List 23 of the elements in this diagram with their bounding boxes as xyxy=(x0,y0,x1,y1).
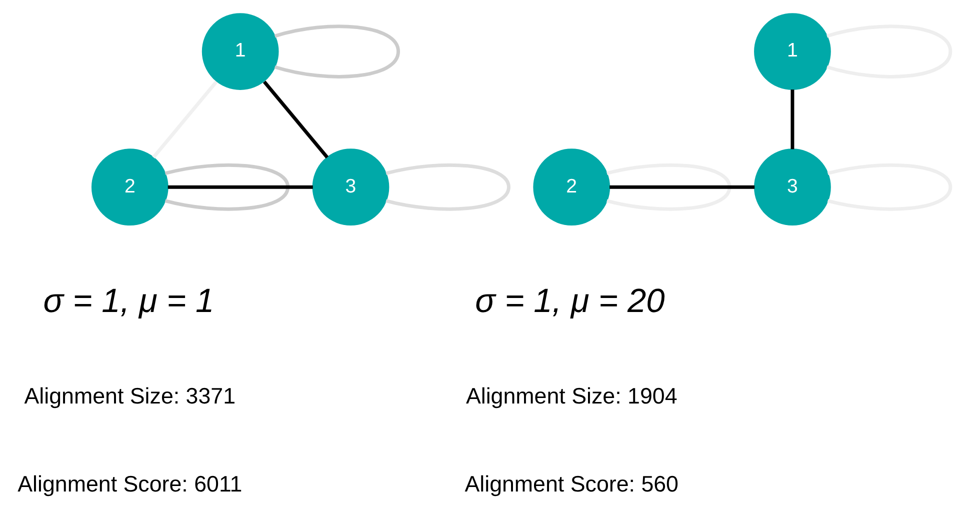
connector xyxy=(164,163,290,211)
label: σ = 1, μ = 20 xyxy=(475,282,665,320)
connector xyxy=(386,163,510,211)
node-circle: 3 xyxy=(312,148,390,226)
node-circle: 2 xyxy=(533,148,610,226)
label: Alignment Score: 6011 xyxy=(18,472,242,497)
connector xyxy=(606,163,732,211)
label: Alignment Size: 1904 xyxy=(466,383,678,408)
connector xyxy=(826,24,952,78)
label: σ = 1, μ = 1 xyxy=(43,282,214,320)
connector xyxy=(152,80,218,159)
connector xyxy=(610,185,755,189)
label: Alignment Score: 560 xyxy=(464,472,678,497)
node-circle: 3 xyxy=(754,148,831,226)
connector xyxy=(262,80,329,159)
connector xyxy=(168,185,313,189)
node-circle: 1 xyxy=(202,13,279,90)
connector xyxy=(274,24,400,78)
label: Alignment Size: 3371 xyxy=(24,383,236,408)
connector xyxy=(790,90,794,150)
node-circle: 2 xyxy=(91,148,168,226)
connector xyxy=(827,163,952,211)
node-circle: 1 xyxy=(754,13,831,90)
